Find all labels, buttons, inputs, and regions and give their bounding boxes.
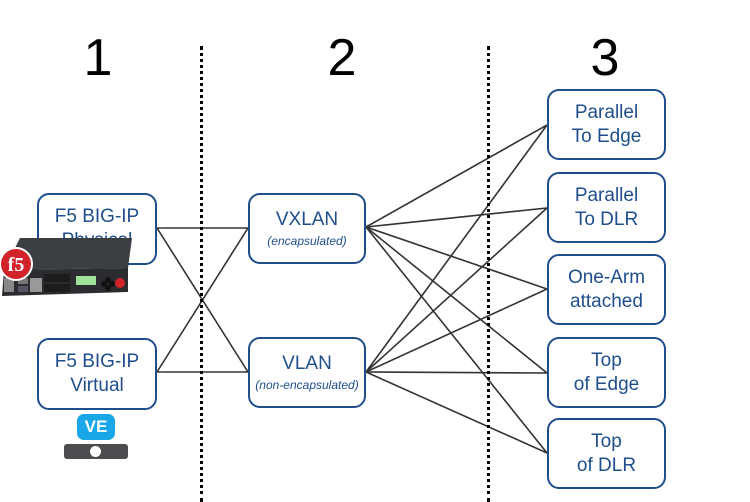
node-label: One-Arm <box>567 266 646 288</box>
column-divider-2 <box>487 46 490 502</box>
column-number-1: 1 <box>83 29 113 87</box>
connector-vxlan-to-one-arm <box>365 226 548 290</box>
node-label: F5 BIG-IP <box>54 206 140 227</box>
node-label: Virtual <box>70 375 124 396</box>
node-label: VXLAN <box>275 208 339 230</box>
svg-text:f5: f5 <box>8 254 25 276</box>
column-divider-1 <box>200 46 203 502</box>
node-label: Top <box>591 349 622 371</box>
connector-vlan-to-parallel-edge <box>365 124 548 373</box>
connector-vlan-to-one-arm <box>365 288 548 373</box>
node-label: F5 BIG-IP <box>54 351 140 372</box>
node-top-of-dlr[interactable]: Top of DLR <box>547 418 666 489</box>
node-label: To DLR <box>574 208 639 230</box>
node-sublabel: (encapsulated) <box>267 233 347 248</box>
node-label: Top <box>591 430 622 452</box>
ve-virtual-edition-icon: VE <box>64 414 128 462</box>
column-number-3: 3 <box>590 29 620 87</box>
node-sublabel: (non-encapsulated) <box>255 377 359 392</box>
node-label: of DLR <box>576 454 637 476</box>
node-f5-virtual[interactable]: F5 BIG-IP Virtual <box>37 338 157 410</box>
node-vlan[interactable]: VLAN (non-encapsulated) <box>248 337 366 408</box>
connector-vlan-to-top-dlr <box>365 371 548 454</box>
column-number-2: 2 <box>327 29 357 87</box>
connector-vxlan-to-top-edge <box>365 226 548 374</box>
connector-vlan-to-top-edge <box>365 371 548 374</box>
ve-badge: VE <box>77 414 115 440</box>
node-parallel-to-edge[interactable]: Parallel To Edge <box>547 89 666 160</box>
connector-vxlan-to-top-dlr <box>365 226 548 454</box>
node-label: To Edge <box>571 125 642 147</box>
node-label: VLAN <box>282 352 332 374</box>
node-parallel-to-dlr[interactable]: Parallel To DLR <box>547 172 666 243</box>
connector-vlan-to-parallel-dlr <box>365 207 548 373</box>
node-label: Parallel <box>574 184 639 206</box>
f5-hardware-appliance-icon: f5 <box>0 238 132 296</box>
connector-vxlan-to-parallel-edge <box>365 124 548 228</box>
node-label: attached <box>570 290 643 312</box>
ve-base <box>64 444 128 459</box>
node-label: Parallel <box>574 101 639 123</box>
node-top-of-edge[interactable]: Top of Edge <box>547 337 666 408</box>
node-label: of Edge <box>573 373 640 395</box>
connector-vxlan-to-parallel-dlr <box>365 207 548 228</box>
node-one-arm-attached[interactable]: One-Arm attached <box>547 254 666 325</box>
node-vxlan[interactable]: VXLAN (encapsulated) <box>248 193 366 264</box>
